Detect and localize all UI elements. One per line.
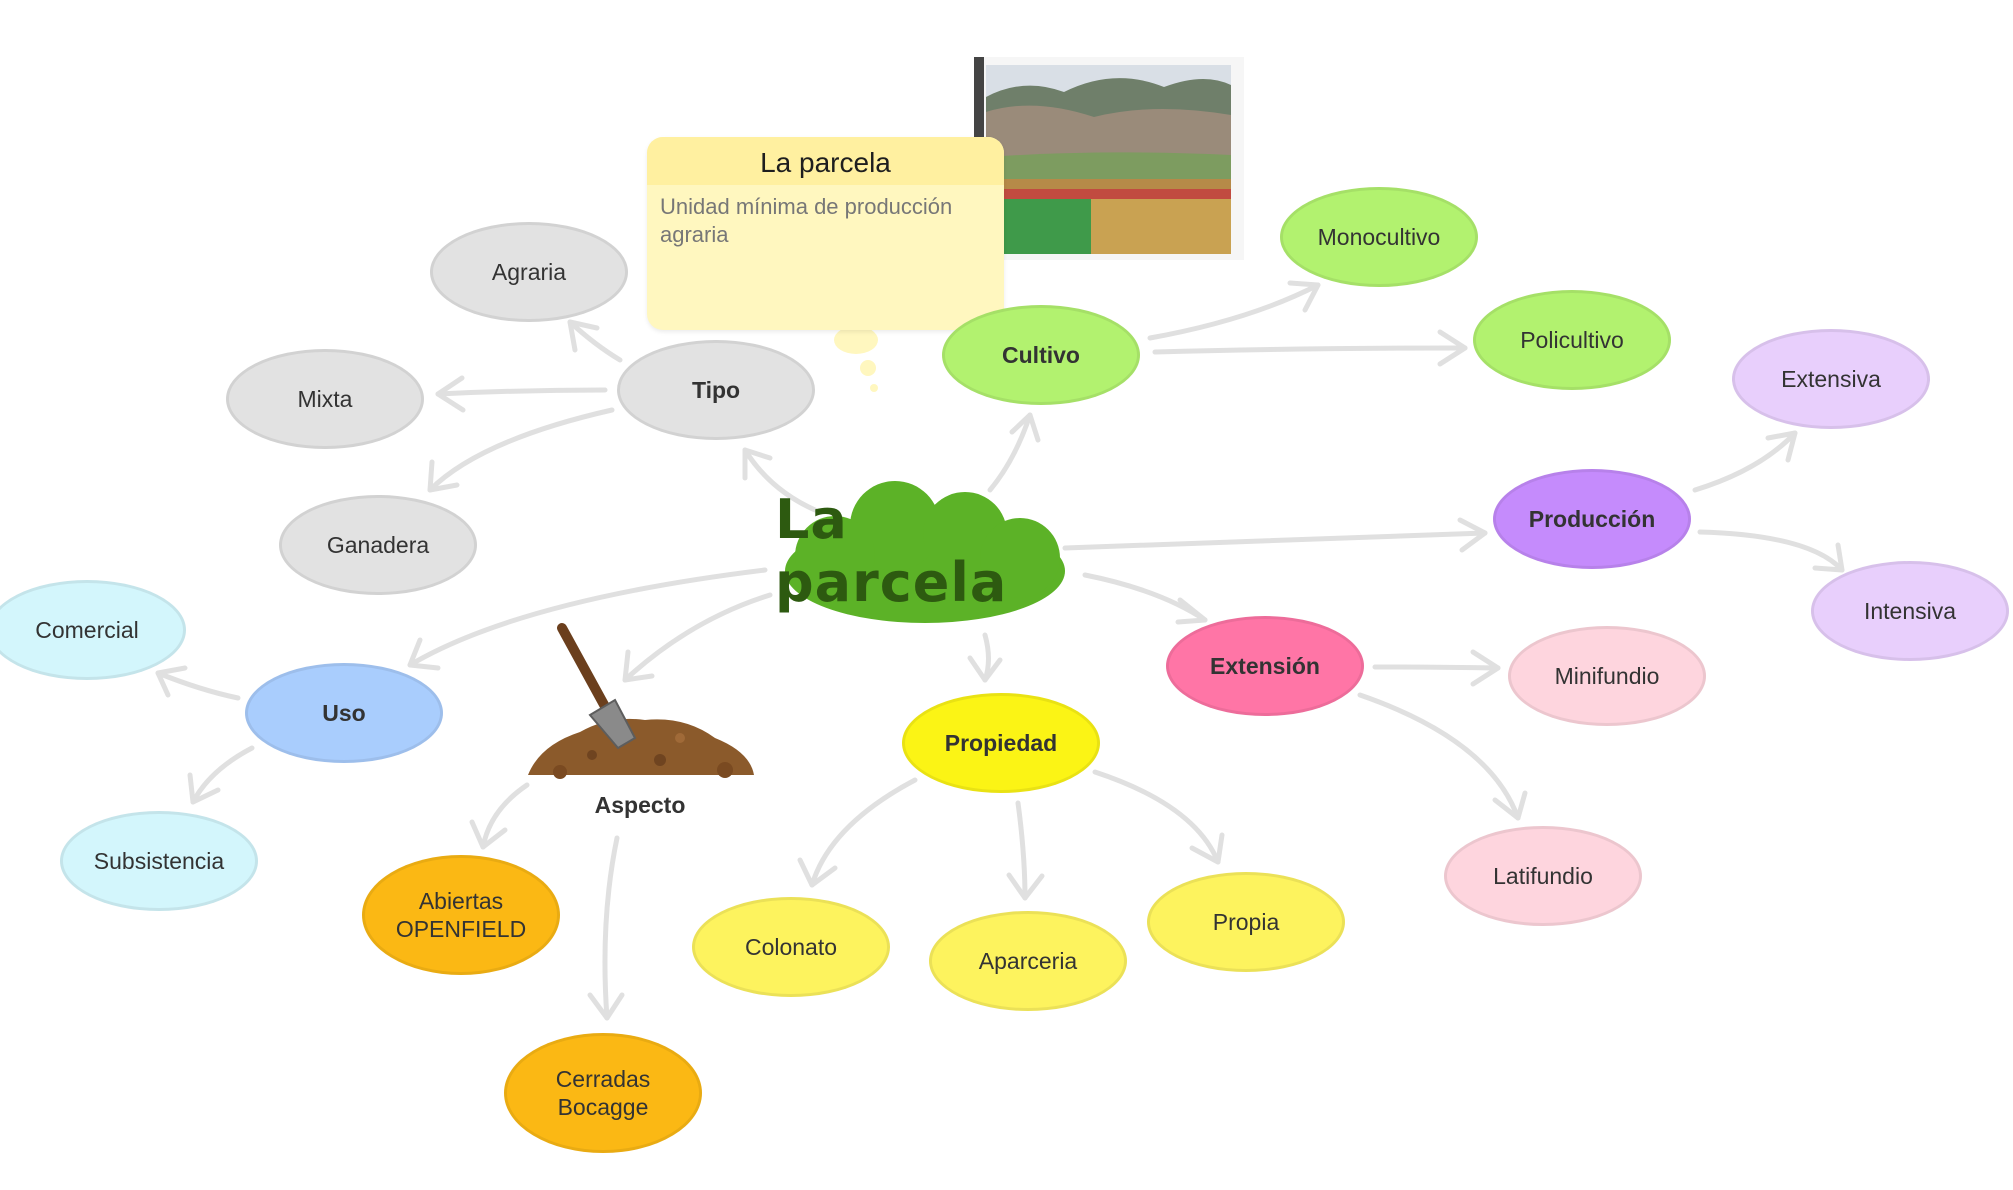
node-abiertas[interactable]: Abiertas OPENFIELD [362,855,560,975]
link-aspecto-abiertas [480,782,530,850]
arrowhead [407,637,441,671]
link-propiedad-colonato [809,777,918,888]
link-tipo-ganadera [427,407,615,493]
note-tail-small [870,384,878,392]
link-extension-latifundio [1357,692,1521,821]
aspecto-illustration[interactable] [520,620,760,795]
node-produccion[interactable]: Producción [1493,469,1691,569]
link-cultivo-policultivo [1152,345,1468,355]
shovel-icon [557,623,637,750]
node-propia[interactable]: Propia [1147,872,1345,972]
link-cultivo-monocultivo [1147,282,1321,341]
link-central-aspecto [622,592,773,683]
node-cerradas[interactable]: Cerradas Bocagge [504,1033,702,1153]
node-extension[interactable]: Extensión [1166,616,1364,716]
arrowhead [155,665,188,698]
central-title: La parcela [775,488,1008,614]
link-central-tipo [742,447,818,513]
node-comercial[interactable]: Comercial [0,580,186,680]
link-central-uso [407,567,768,668]
note-callout[interactable]: La parcela Unidad mínima de producción a… [647,137,1004,330]
node-cultivo[interactable]: Cultivo [942,305,1140,405]
arrowhead [1765,430,1798,463]
link-uso-comercial [155,670,241,701]
cloud-shape [785,481,1065,623]
arrowhead [1175,597,1208,625]
link-uso-subsistencia [190,745,255,805]
arrowhead [1457,517,1488,553]
link-aspecto-cerradas [602,835,620,1021]
arrowhead [797,857,838,888]
arrowhead [1812,542,1845,573]
link-tipo-agraria [567,319,623,363]
node-subsistencia[interactable]: Subsistencia [60,811,258,911]
central-node[interactable]: La parcela [775,476,1072,626]
node-minifundio[interactable]: Minifundio [1508,626,1706,726]
soil-pile-icon [528,718,754,779]
node-agraria[interactable]: Agraria [430,222,628,322]
link-produccion-extensiva [1692,430,1798,493]
node-policultivo[interactable]: Policultivo [1473,290,1671,390]
node-extensiva[interactable]: Extensiva [1732,329,1930,429]
node-ganadera[interactable]: Ganadera [279,495,477,595]
arrowhead [1437,329,1468,367]
link-central-extension [1082,572,1208,623]
arrowhead [967,655,1003,683]
arrowhead [587,992,625,1021]
node-aspecto[interactable]: Aspecto [594,792,686,818]
node-propiedad[interactable]: Propiedad [902,693,1100,793]
note-tail-big [834,326,878,354]
arrowhead [427,459,460,493]
arrowhead [622,649,655,683]
arrowhead [1006,872,1045,901]
note-text: Unidad mínima de producción agraria [660,194,953,247]
link-propiedad-propia [1092,769,1221,865]
arrowhead [1189,832,1225,865]
node-monocultivo[interactable]: Monocultivo [1280,187,1478,287]
arrowhead [1492,790,1528,821]
node-mixta[interactable]: Mixta [226,349,424,449]
arrowhead [1470,649,1501,687]
node-intensiva[interactable]: Intensiva [1811,561,2009,661]
arrowhead [742,447,773,481]
arrowhead [187,772,221,805]
note-tail-mid [860,360,876,376]
arrowhead [435,375,466,413]
arrowhead [567,319,600,353]
arrowhead [1009,412,1041,443]
arrowhead [469,819,508,850]
link-central-produccion [1062,530,1488,551]
link-extension-minifundio [1372,664,1501,671]
arrowhead [1287,280,1321,313]
node-uso[interactable]: Uso [245,663,443,763]
link-propiedad-aparceria [1015,800,1028,901]
link-produccion-intensiva [1697,529,1845,573]
node-colonato[interactable]: Colonato [692,897,890,997]
note-title: La parcela [647,137,1004,185]
link-tipo-mixta [435,387,608,397]
landscape-photo [974,57,1244,260]
node-aparceria[interactable]: Aparceria [929,911,1127,1011]
link-central-cultivo [987,412,1033,493]
node-tipo[interactable]: Tipo [617,340,815,440]
node-latifundio[interactable]: Latifundio [1444,826,1642,926]
